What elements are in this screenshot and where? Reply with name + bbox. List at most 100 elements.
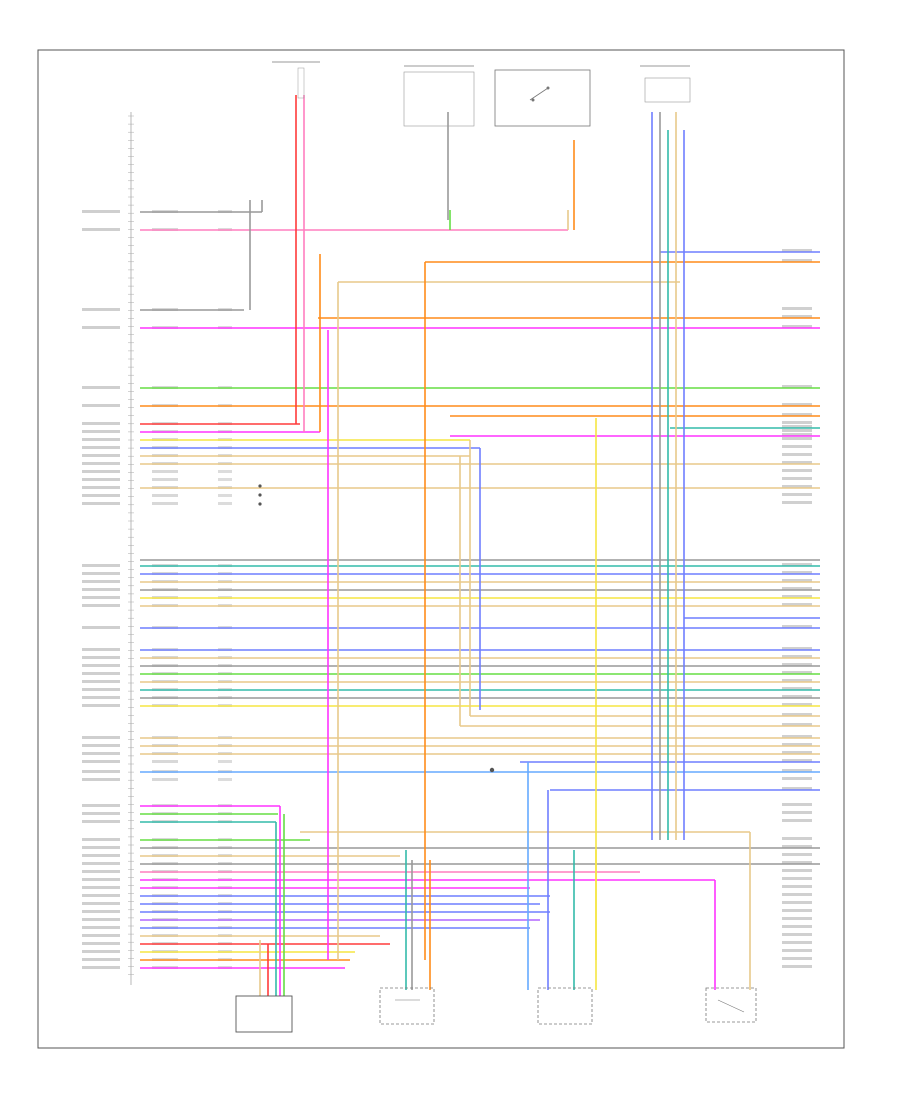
- circuit-label: [218, 778, 232, 781]
- right-connector-label: [782, 625, 812, 628]
- right-connector-label: [782, 901, 812, 904]
- signal-label: [82, 870, 120, 873]
- right-connector-label: [782, 941, 812, 944]
- right-connector-label: [782, 933, 812, 936]
- ground-marker: [489, 767, 495, 773]
- wire-code-label: [152, 778, 178, 781]
- signal-label: [82, 820, 120, 823]
- pcm-pin-ticks: [128, 115, 134, 975]
- signal-label: [82, 438, 120, 441]
- wire-code-label: [152, 502, 178, 505]
- signal-label: [82, 308, 120, 311]
- signal-label: [82, 210, 120, 213]
- signal-label: [82, 854, 120, 857]
- right-connector-label: [782, 453, 812, 456]
- signal-label: [82, 926, 120, 929]
- pressure-sensor: [235, 995, 293, 1033]
- wire-code-label: [152, 494, 178, 497]
- right-connector-label: [782, 845, 812, 848]
- right-connector-label: [782, 917, 812, 920]
- right-connector-label: [782, 461, 812, 464]
- right-connector-label: [782, 571, 812, 574]
- hot-fuse: [640, 65, 691, 103]
- signal-label: [82, 760, 120, 763]
- signal-label: [82, 326, 120, 329]
- signal-label: [82, 886, 120, 889]
- right-connector-label: [782, 837, 812, 840]
- signal-label: [82, 680, 120, 683]
- diagram-border: [37, 49, 845, 1049]
- signal-label: [82, 626, 120, 629]
- signal-label: [82, 648, 120, 651]
- signal-label: [82, 910, 120, 913]
- transmission-range-switch: [494, 69, 591, 127]
- right-connector-label: [782, 811, 812, 814]
- signal-label: [82, 958, 120, 961]
- right-connector-label: [782, 425, 812, 428]
- right-connector-label: [782, 663, 812, 666]
- signal-label: [82, 804, 120, 807]
- signal-label: [82, 580, 120, 583]
- right-connector-label: [782, 909, 812, 912]
- right-connector-label: [782, 403, 812, 406]
- signal-label: [82, 228, 120, 231]
- right-connector-label: [782, 885, 812, 888]
- right-connector-label: [782, 485, 812, 488]
- vertical-wire-runs: [249, 95, 751, 996]
- signal-label: [82, 664, 120, 667]
- right-connector-label: [782, 687, 812, 690]
- right-connector-label: [782, 325, 812, 328]
- right-connector-label: [782, 469, 812, 472]
- circuit-label: [218, 470, 232, 473]
- right-connector-label: [782, 925, 812, 928]
- signal-label: [82, 704, 120, 707]
- signal-label: [82, 386, 120, 389]
- signal-label: [82, 894, 120, 897]
- right-connector-label: [782, 949, 812, 952]
- circuit-label: [218, 478, 232, 481]
- signal-label: [82, 918, 120, 921]
- right-connector-label: [782, 429, 812, 432]
- right-connector-label: [782, 385, 812, 388]
- right-connector-label: [782, 433, 812, 436]
- fuse-block: [272, 61, 320, 99]
- signal-label: [82, 966, 120, 969]
- signal-label: [82, 572, 120, 575]
- signal-label: [82, 778, 120, 781]
- ignition-switch: [403, 65, 475, 127]
- splice-marker: [258, 502, 262, 506]
- right-connector-label: [782, 563, 812, 566]
- signal-label: [82, 672, 120, 675]
- signal-label: [82, 588, 120, 591]
- signal-label: [82, 486, 120, 489]
- right-connector-label: [782, 759, 812, 762]
- right-connector-label: [782, 413, 812, 416]
- signal-label: [82, 770, 120, 773]
- signal-label: [82, 862, 120, 865]
- signal-label: [82, 934, 120, 937]
- signal-label: [82, 596, 120, 599]
- right-connector-label: [782, 421, 812, 424]
- signal-label: [82, 744, 120, 747]
- signal-label: [82, 404, 120, 407]
- right-connector-label: [782, 853, 812, 856]
- signal-label: [82, 812, 120, 815]
- signal-label: [82, 470, 120, 473]
- right-connector-label: [782, 437, 812, 440]
- right-connector-label: [782, 679, 812, 682]
- right-connector-label: [782, 713, 812, 716]
- signal-label: [82, 494, 120, 497]
- right-connector-label: [782, 695, 812, 698]
- right-connector-label: [782, 307, 812, 310]
- signal-label: [82, 446, 120, 449]
- right-connector-label: [782, 777, 812, 780]
- transmission-solenoid: [705, 987, 757, 1023]
- right-connector-label: [782, 655, 812, 658]
- right-connector-label: [782, 819, 812, 822]
- signal-label: [82, 736, 120, 739]
- signal-label: [82, 656, 120, 659]
- right-connector-label: [782, 735, 812, 738]
- right-connector-label: [782, 249, 812, 252]
- signal-label: [82, 878, 120, 881]
